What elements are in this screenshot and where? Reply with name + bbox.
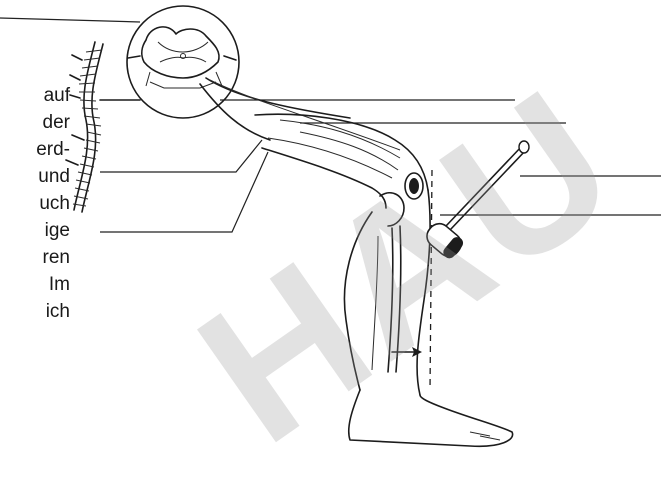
reflex-diagram-page: auf der erd- und uch ige ren Im ich xyxy=(0,0,666,455)
spinal-cord-magnification xyxy=(127,6,239,118)
label-line-top xyxy=(0,18,140,22)
reflex-dashed-line xyxy=(430,170,432,390)
reflex-hammer xyxy=(422,141,529,261)
spine-drawing xyxy=(66,42,140,212)
label-line-left-1 xyxy=(100,140,262,172)
knee-reflex-illustration xyxy=(0,0,666,455)
leg-drawing xyxy=(255,114,513,446)
nerve-pathways xyxy=(200,78,400,150)
